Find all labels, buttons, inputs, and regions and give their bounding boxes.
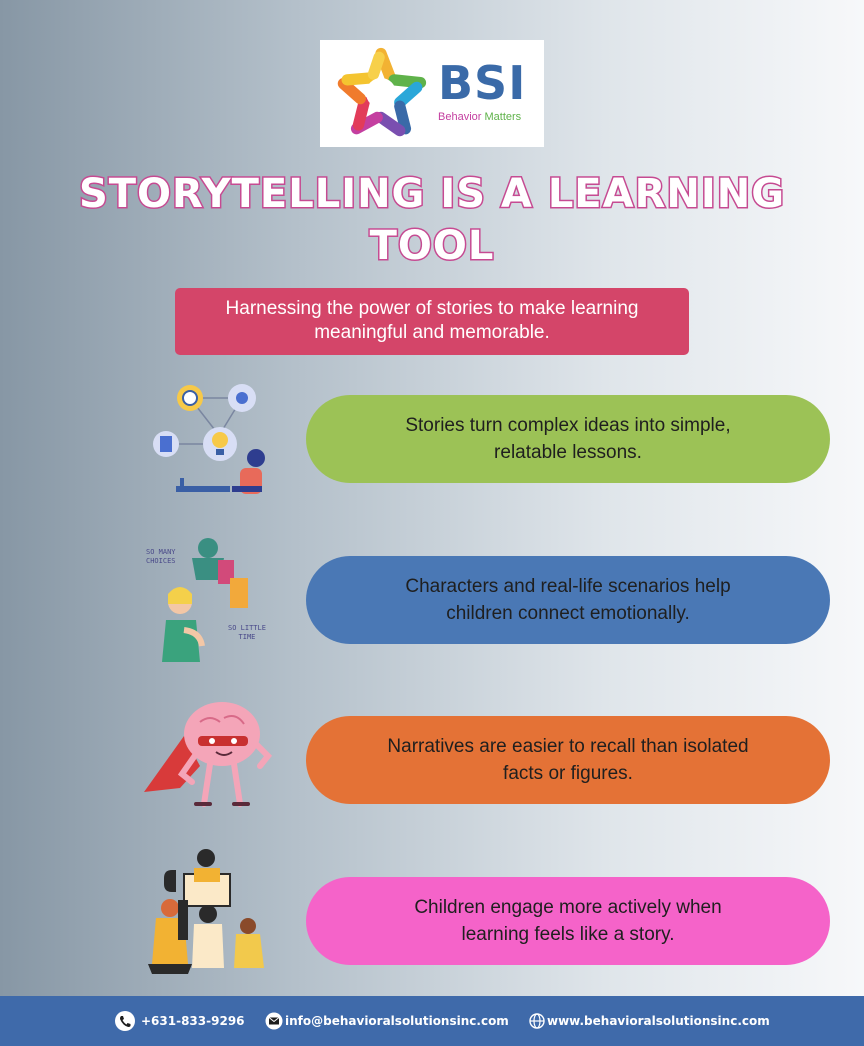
point-1-line2: relatable lessons. xyxy=(494,442,642,463)
phone-number: +631-833-9296 xyxy=(141,1014,245,1028)
time-text: TIME xyxy=(238,633,256,641)
contact-footer: +631-833-9296 info@behavioralsolutionsin… xyxy=(0,996,864,1046)
point-1-line1: Stories turn complex ideas into simple, xyxy=(405,415,731,436)
globe-icon xyxy=(529,1013,545,1029)
phone-icon xyxy=(115,1011,135,1031)
so-many-text: SO MANY xyxy=(146,548,176,556)
website-url: www.behavioralsolutionsinc.com xyxy=(547,1014,770,1028)
point-3-line1: Narratives are easier to recall than iso… xyxy=(387,736,749,757)
footer-website[interactable]: www.behavioralsolutionsinc.com xyxy=(529,996,770,1046)
point-card-1: Stories turn complex ideas into simple, … xyxy=(306,395,830,483)
brand-name: BSI xyxy=(438,56,527,110)
subtitle-banner: Harnessing the power of stories to make … xyxy=(175,288,689,355)
children-learning-illustration xyxy=(148,849,264,974)
logo: BSI Behavior Matters xyxy=(320,40,544,147)
superhero-brain-illustration xyxy=(144,702,273,807)
mail-icon xyxy=(265,1012,283,1030)
page-title-line2: TOOL xyxy=(368,222,495,271)
subtitle-line2: meaningful and memorable. xyxy=(314,322,550,343)
so-little-text: SO LITTLE xyxy=(228,624,266,632)
point-card-4: Children engage more actively when learn… xyxy=(306,877,830,965)
point-card-3: Narratives are easier to recall than iso… xyxy=(306,716,830,804)
point-2-line1: Characters and real-life scenarios help xyxy=(405,576,731,597)
brand-tagline: Behavior Matters xyxy=(438,110,521,124)
point-card-2: Characters and real-life scenarios help … xyxy=(306,556,830,644)
page-title-line1: STORYTELLING IS A LEARNING xyxy=(77,170,786,219)
star-logo-icon xyxy=(337,47,427,137)
point-3-line2: facts or figures. xyxy=(503,763,633,784)
footer-email[interactable]: info@behavioralsolutionsinc.com xyxy=(265,996,509,1046)
tagline-matters: Matters xyxy=(484,111,522,123)
point-4-line1: Children engage more actively when xyxy=(414,897,722,918)
footer-phone[interactable]: +631-833-9296 xyxy=(114,996,245,1046)
choices-text: CHOICES xyxy=(146,557,176,565)
subtitle-line1: Harnessing the power of stories to make … xyxy=(225,298,639,319)
tagline-behavior: Behavior xyxy=(438,111,482,123)
point-4-line2: learning feels like a story. xyxy=(461,924,675,945)
email-address: info@behavioralsolutionsinc.com xyxy=(285,1014,509,1028)
person-choices-drawing xyxy=(162,538,248,662)
choices-illustration: SO MANY CHOICES SO LITTLE TIME xyxy=(140,534,280,664)
idea-network-illustration xyxy=(153,384,265,494)
point-2-line2: children connect emotionally. xyxy=(446,603,690,624)
